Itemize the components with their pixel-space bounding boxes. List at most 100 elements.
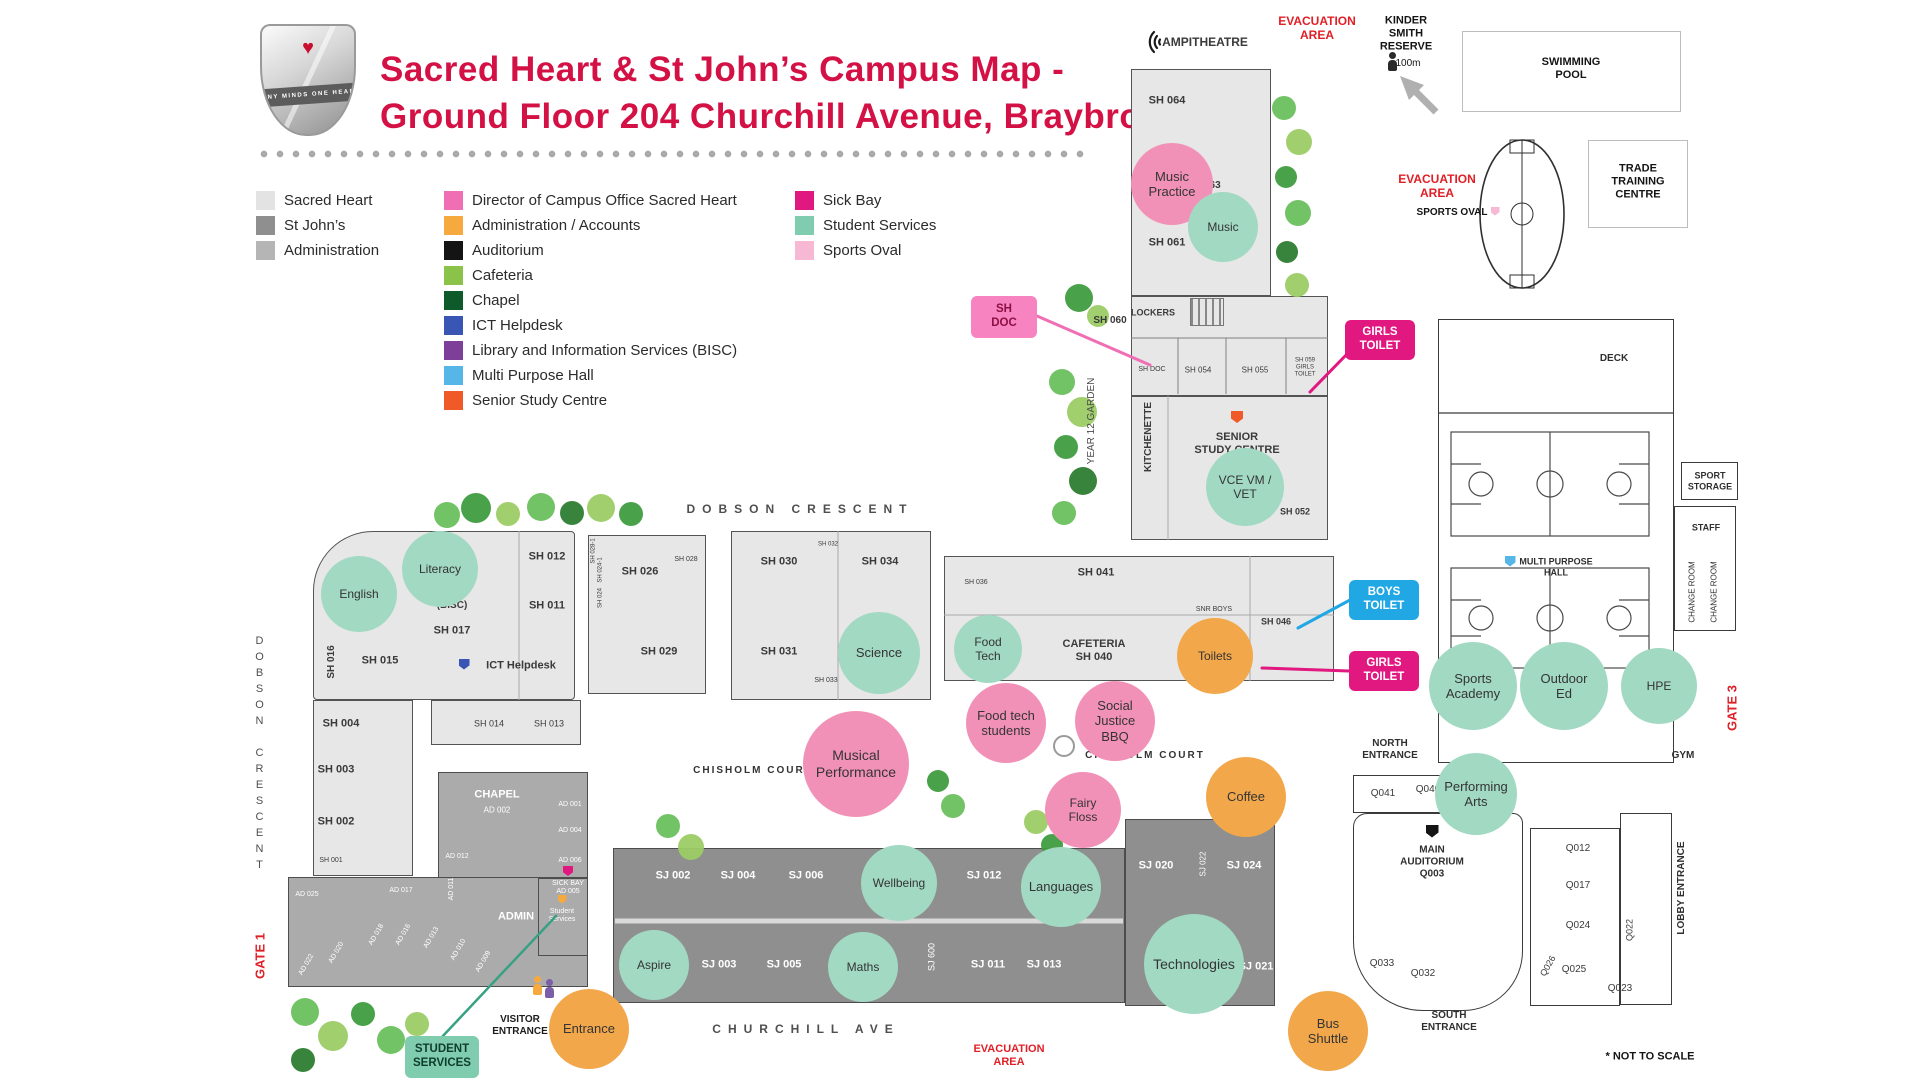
direction-arrow-icon <box>1400 76 1439 115</box>
map-label-sick-bay-ad-005: SICK BAY AD 005 <box>552 879 584 895</box>
legend-item-administration-accounts: Administration / Accounts <box>444 216 737 235</box>
map-label-sj-002: SJ 002 <box>655 869 691 882</box>
map-label-sh-060: SH 060 <box>1093 315 1127 327</box>
map-label-sports-oval: SPORTS OVAL <box>1416 207 1488 219</box>
map-label-sh-030: SH 030 <box>760 555 798 568</box>
legend-item-sick-bay: Sick Bay <box>795 191 936 210</box>
map-label-100m: 100m <box>1395 58 1421 70</box>
legend-item-administration: Administration <box>256 241 379 260</box>
map-label-snr-boys: SNR BOYS <box>1195 605 1233 613</box>
map-label-sh-013: SH 013 <box>533 718 565 729</box>
legend-swatch <box>444 266 463 285</box>
legend-swatch <box>795 216 814 235</box>
map-label-churchill-ave: CHURCHILL AVE <box>712 1021 900 1036</box>
map-label-sh-012: SH 012 <box>528 550 566 563</box>
tree <box>351 1002 375 1026</box>
tree <box>619 502 643 526</box>
building-chapel-block <box>438 772 588 880</box>
legend-item-chapel: Chapel <box>444 291 737 310</box>
marker-multi-purpose-hall-icon <box>1504 555 1516 567</box>
tree <box>1054 435 1078 459</box>
legend-item-sacred-heart: Sacred Heart <box>256 191 379 210</box>
marker-sports-oval-icon <box>1490 206 1500 216</box>
legend-item-library-and-information-services-bisc: Library and Information Services (BISC) <box>444 341 737 360</box>
area-circle-entrance: Entrance <box>549 989 629 1069</box>
map-label-sh-033: SH 033 <box>814 676 838 684</box>
map-label-sj-004: SJ 004 <box>720 869 756 882</box>
tree <box>1285 273 1309 297</box>
legend-swatch <box>444 341 463 360</box>
legend-label: Multi Purpose Hall <box>472 367 594 384</box>
legend-label: Administration <box>284 242 380 259</box>
dotted-divider <box>256 148 1092 160</box>
building-staff-change-rooms <box>1674 506 1736 631</box>
tree <box>1276 241 1298 263</box>
map-label-evacuation-area: EVACUATION AREA <box>1398 171 1476 200</box>
legend-item-senior-study-centre: Senior Study Centre <box>444 391 737 410</box>
person-head <box>534 976 541 983</box>
person-head <box>1389 52 1396 59</box>
map-label-sh-003: SH 003 <box>317 763 355 776</box>
person-body <box>533 984 542 995</box>
map-label-chapel: CHAPEL <box>474 788 520 801</box>
tree <box>1052 501 1076 525</box>
area-circle-maths: Maths <box>828 932 898 1002</box>
person-head <box>546 979 553 986</box>
map-label-sh-011: SH 011 <box>528 599 566 612</box>
map-label-ad-001: AD 001 <box>558 800 582 808</box>
map-label-ad-012: AD 012 <box>445 852 469 860</box>
tree <box>1065 284 1093 312</box>
map-label-ad-004: AD 004 <box>558 826 582 834</box>
map-label-deck: DECK <box>1599 353 1629 365</box>
tree <box>291 998 319 1026</box>
legend-swatch <box>444 391 463 410</box>
map-label-q024: Q024 <box>1565 920 1591 932</box>
map-label-sj-011: SJ 011 <box>970 958 1006 971</box>
map-label-sh-031: SH 031 <box>760 645 798 658</box>
marker-ict-helpdesk-icon <box>458 658 470 670</box>
tree <box>1087 305 1109 327</box>
tree <box>1049 369 1075 395</box>
building-sh-north-entry <box>1131 296 1328 396</box>
map-label-sh-061: SH 061 <box>1148 236 1186 249</box>
area-circle-outdoor-ed: Outdoor Ed <box>1520 642 1608 730</box>
tree <box>678 834 704 860</box>
amphitheatre-icon <box>1148 30 1162 54</box>
marker-auditorium-icon <box>1425 824 1439 838</box>
tree <box>377 1026 405 1054</box>
map-label-sj-024: SJ 024 <box>1226 859 1262 872</box>
map-label-lockers: LOCKERS <box>1130 307 1176 318</box>
area-circle-literacy: Literacy <box>402 531 478 607</box>
map-label-sh-046: SH 046 <box>1260 616 1292 627</box>
area-circle-fairy-floss: Fairy Floss <box>1045 772 1121 848</box>
map-label-q041: Q041 <box>1370 788 1396 800</box>
tree <box>291 1048 315 1072</box>
legend-label: Chapel <box>472 292 520 309</box>
marker-student-services-icon <box>557 894 567 904</box>
area-circle-social-justice-bbq: Social Justice BBQ <box>1075 681 1155 761</box>
area-circle-vce-vm-vet: VCE VM / VET <box>1206 448 1284 526</box>
map-label-sj-013: SJ 013 <box>1026 958 1062 971</box>
map-label-dobson-crescent: DOBSON CRESCENT <box>253 635 266 875</box>
building-sh-block-mid <box>588 535 706 694</box>
map-label-q012: Q012 <box>1565 843 1591 855</box>
stairs-icon <box>1190 298 1224 326</box>
area-circle-sports-academy: Sports Academy <box>1429 642 1517 730</box>
map-label-kinder-smith-reserve: KINDER SMITH RESERVE <box>1379 14 1433 53</box>
person-body <box>1388 60 1397 71</box>
area-circle-performing-arts: Performing Arts <box>1435 753 1517 835</box>
legend-item-auditorium: Auditorium <box>444 241 737 260</box>
legend-label: St John’s <box>284 217 346 234</box>
map-label-q023: Q023 <box>1607 983 1633 995</box>
map-label-sj-012: SJ 012 <box>966 869 1002 882</box>
building-sh-strip <box>431 700 581 745</box>
map-label-south-entrance: SOUTH ENTRANCE <box>1421 1010 1477 1033</box>
legend-label: Administration / Accounts <box>472 217 641 234</box>
map-label-ict-helpdesk: ICT Helpdesk <box>486 659 556 672</box>
area-circle-wellbeing: Wellbeing <box>861 845 937 921</box>
callout-girls-toilet: GIRLS TOILET <box>1349 651 1419 691</box>
legend-swatch <box>256 191 275 210</box>
